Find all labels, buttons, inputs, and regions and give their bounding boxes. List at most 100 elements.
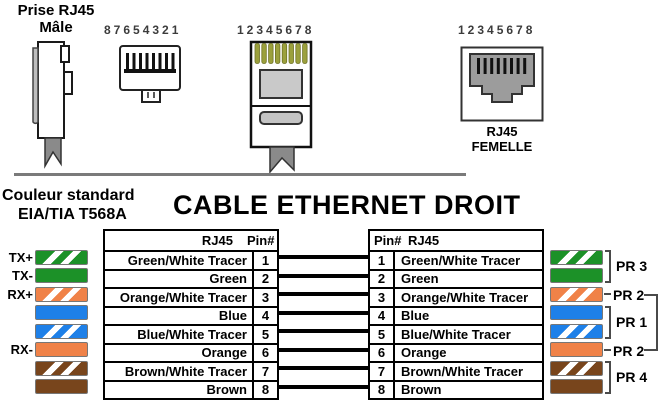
female-pin-numbers: 12345678 xyxy=(458,23,536,37)
table-row: 2 Green xyxy=(370,268,542,287)
wire-name: Blue/White Tracer xyxy=(401,326,511,342)
left-swatch-green-white xyxy=(35,249,88,265)
left-header-pin: Pin# xyxy=(247,233,275,248)
wire-name: Green/White Tracer xyxy=(127,252,247,268)
wire-name: Blue xyxy=(218,308,247,324)
pin-number: 7 xyxy=(252,363,277,380)
pin-number: 6 xyxy=(370,344,395,361)
pin-number: 2 xyxy=(370,270,395,287)
table-row: 7 Brown/White Tracer xyxy=(370,361,542,380)
table-row: Blue 4 xyxy=(105,305,277,324)
wire-line-pin5 xyxy=(277,329,369,333)
pin-number: 6 xyxy=(252,344,277,361)
female-jack-label-line1: RJ45 xyxy=(486,124,518,139)
left-table-header: RJ45 Pin# xyxy=(105,231,277,250)
signal-label-tx-minus: TX- xyxy=(12,268,33,283)
male-plug-label-line1: Prise RJ45 xyxy=(17,2,95,19)
pin-number: 3 xyxy=(370,289,395,306)
pair-bracket-pr3 xyxy=(605,250,611,283)
table-row: Orange 6 xyxy=(105,342,277,361)
wire-name: Orange xyxy=(201,345,247,361)
color-standard-label: Couleur standard EIA/TIA T568A xyxy=(2,186,134,224)
table-row: 5 Blue/White Tracer xyxy=(370,324,542,343)
table-row: 4 Blue xyxy=(370,305,542,324)
wire-line-pin8 xyxy=(277,384,369,389)
left-swatch-brown-white xyxy=(35,360,88,376)
left-swatch-blue xyxy=(35,305,88,320)
male-plug-label-line2: Mâle xyxy=(39,19,73,36)
wire-name: Green xyxy=(209,271,247,287)
pin-number: 1 xyxy=(370,252,395,269)
pair-bracket-pr1 xyxy=(605,306,611,339)
table-row: 3 Orange/White Tracer xyxy=(370,287,542,306)
pin-number: 1 xyxy=(252,252,277,269)
signal-label-rx-minus: RX- xyxy=(10,342,33,357)
pair-label-pr1: PR 1 xyxy=(616,314,648,330)
right-swatch-blue xyxy=(550,305,603,320)
color-standard-line2: EIA/TIA T568A xyxy=(18,206,127,223)
pin-number: 3 xyxy=(252,289,277,306)
wire-name: Blue xyxy=(401,308,430,324)
wire-line-pin2 xyxy=(277,273,369,278)
pin-number: 7 xyxy=(370,363,395,380)
divider-line xyxy=(14,173,466,176)
pin-number: 5 xyxy=(370,326,395,343)
pair-dash-pr2-top xyxy=(604,293,611,295)
wire-line-pin4 xyxy=(277,310,369,315)
wire-name: Blue/White Tracer xyxy=(137,326,247,342)
pin-number: 2 xyxy=(252,270,277,287)
wire-name: Brown xyxy=(401,382,442,398)
wire-name: Brown xyxy=(206,382,247,398)
table-row: Green 2 xyxy=(105,268,277,287)
right-header-rj45: RJ45 xyxy=(408,233,440,248)
wire-name: Brown/White Tracer xyxy=(401,363,524,379)
pin-number: 8 xyxy=(370,381,395,398)
right-swatch-blue-white xyxy=(550,323,603,339)
pair-bracket-pr4 xyxy=(605,361,611,394)
right-swatch-orange xyxy=(550,342,603,357)
table-row: Brown 8 xyxy=(105,379,277,398)
pair-label-pr4: PR 4 xyxy=(616,369,648,385)
rj45-male-side-view-icon xyxy=(32,41,73,169)
wire-line-pin7 xyxy=(277,366,369,370)
wire-name: Green/White Tracer xyxy=(401,252,521,268)
pin-number: 8 xyxy=(252,381,277,398)
wire-line-pin6 xyxy=(277,347,369,352)
table-row: 6 Orange xyxy=(370,342,542,361)
table-row: Orange/White Tracer 3 xyxy=(105,287,277,306)
color-standard-line1: Couleur standard xyxy=(2,187,135,204)
rear-view-pin-numbers: 87654321 xyxy=(104,23,182,37)
pair-label-pr2-bottom: PR 2 xyxy=(613,343,645,359)
wire-name: Orange xyxy=(401,345,447,361)
pin-number: 4 xyxy=(370,307,395,324)
pin-number: 4 xyxy=(252,307,277,324)
left-swatch-orange xyxy=(35,342,88,357)
rj45-female-jack-icon xyxy=(460,46,544,122)
right-swatch-orange-white xyxy=(550,286,603,302)
wire-name: Orange/White Tracer xyxy=(401,289,529,305)
wire-name: Green xyxy=(401,271,439,287)
right-swatch-green-white xyxy=(550,249,603,265)
signal-label-rx-plus: RX+ xyxy=(7,287,33,302)
table-row: 8 Brown xyxy=(370,379,542,398)
wire-name: Orange/White Tracer xyxy=(119,289,247,305)
pair-dash-pr2-bottom xyxy=(604,349,611,351)
right-header-pin: Pin# xyxy=(374,233,402,248)
table-row: 1 Green/White Tracer xyxy=(370,250,542,269)
left-swatch-brown xyxy=(35,379,88,394)
table-row: Green/White Tracer 1 xyxy=(105,250,277,269)
wire-line-pin3 xyxy=(277,292,369,296)
left-swatch-orange-white xyxy=(35,286,88,302)
front-view-pin-numbers: 12345678 xyxy=(237,23,315,37)
left-swatch-green xyxy=(35,268,88,283)
female-jack-label-line2: FEMELLE xyxy=(471,139,533,154)
pair-label-pr2-top: PR 2 xyxy=(613,287,645,303)
wire-line-pin1 xyxy=(277,255,369,259)
male-plug-label: Prise RJ45 Mâle xyxy=(6,2,106,36)
page-title: CABLE ETHERNET DROIT xyxy=(173,190,521,220)
pair2-split-bracket xyxy=(644,294,658,351)
